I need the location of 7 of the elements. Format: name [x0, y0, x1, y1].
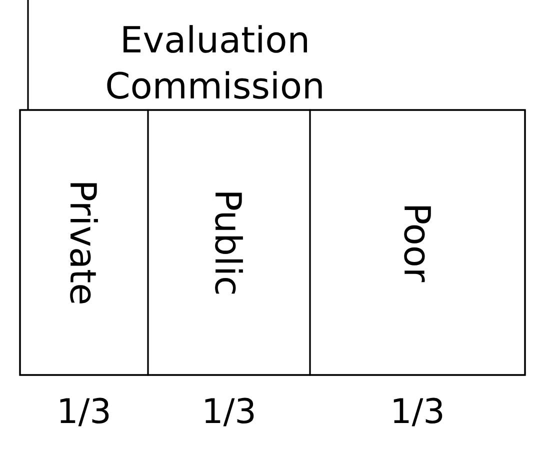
category-column: Poor — [309, 109, 526, 376]
fraction-label: 1/3 — [394, 398, 442, 426]
fraction-label: 1/3 — [60, 398, 109, 426]
category-column: Private — [19, 109, 149, 376]
fraction-label: 1/3 — [205, 398, 254, 426]
node-label: Evaluation Commission — [107, 25, 322, 99]
category-column: Public — [147, 109, 311, 376]
